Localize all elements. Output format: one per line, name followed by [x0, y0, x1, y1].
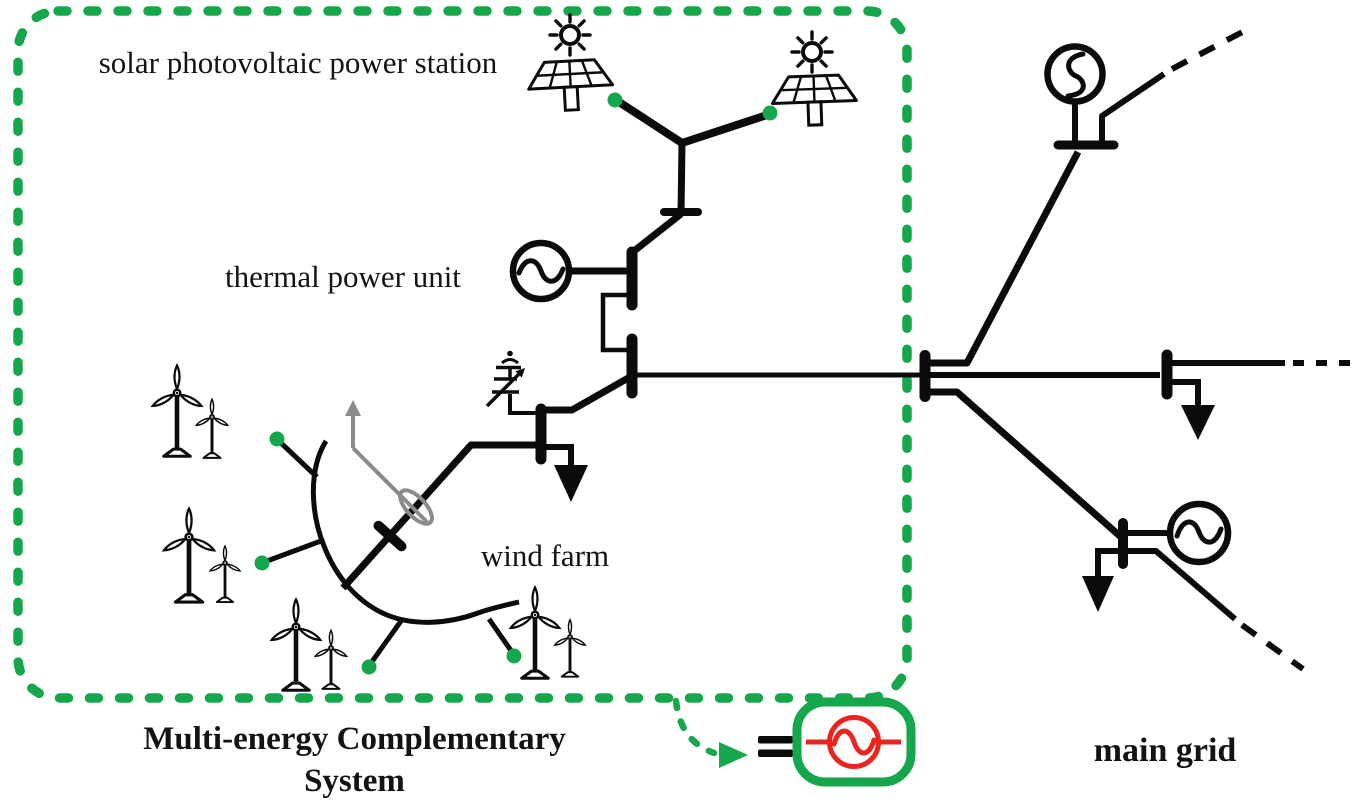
- connection-node-dot: [269, 431, 285, 447]
- wind-farm-label: wind farm: [480, 538, 610, 573]
- thermal-unit-label: thermal power unit: [225, 259, 461, 294]
- equivalent-source-icon: [792, 697, 916, 787]
- load-arrow-icon: [545, 444, 588, 502]
- thermal-generator-icon: [509, 239, 628, 303]
- wind-collector-arc: [310, 439, 520, 625]
- grid-right-bus: [1161, 349, 1352, 440]
- connection-node-dot: [361, 659, 377, 675]
- wind-turbine-icon: [207, 544, 243, 604]
- system-boundary-box: [13, 6, 912, 703]
- main-grid-label: main grid: [1093, 732, 1237, 769]
- wind-feeder-line: [340, 441, 537, 591]
- load-arrow-icon: [1082, 548, 1123, 612]
- solar-panel-icon: [525, 57, 616, 114]
- load-arrow-icon: [1171, 379, 1215, 440]
- grid-generator-bottom: [1082, 500, 1305, 672]
- collector-bus-group: [485, 350, 632, 502]
- solar-station-label: solar photovoltaic power station: [98, 45, 498, 80]
- pv-collector-lines: [616, 98, 769, 254]
- solar-panel-icon: [770, 73, 859, 128]
- transformer-bus-link: [600, 246, 638, 399]
- connection-node-dot: [254, 555, 270, 571]
- pv-station-group: [525, 13, 859, 254]
- wind-farm-group: [152, 365, 588, 690]
- breaker-tick: [373, 520, 407, 552]
- connection-node-dot: [607, 92, 623, 108]
- system-title-label: Multi-energy Complementary System: [143, 721, 566, 799]
- connection-node-dot: [762, 105, 778, 121]
- grid-generator-top: [1044, 25, 1252, 150]
- dashed-continuation-line: [1170, 25, 1252, 72]
- grid-junction-bus: [919, 150, 1160, 540]
- compensator-icon: [485, 350, 525, 408]
- connection-node-dot: [506, 648, 522, 664]
- wind-turbine-icon: [194, 397, 230, 460]
- sun-icon: [790, 30, 834, 74]
- sun-icon: [548, 13, 592, 57]
- wind-turbine-icon: [163, 509, 215, 602]
- wind-indicator-icon: [345, 400, 434, 526]
- equals-icon: [758, 736, 793, 757]
- wind-turbine-icon: [152, 365, 203, 456]
- wind-turbine-icon: [271, 599, 322, 690]
- equivalence-arrow: [672, 697, 748, 768]
- dashed-continuation-line: [1240, 622, 1305, 672]
